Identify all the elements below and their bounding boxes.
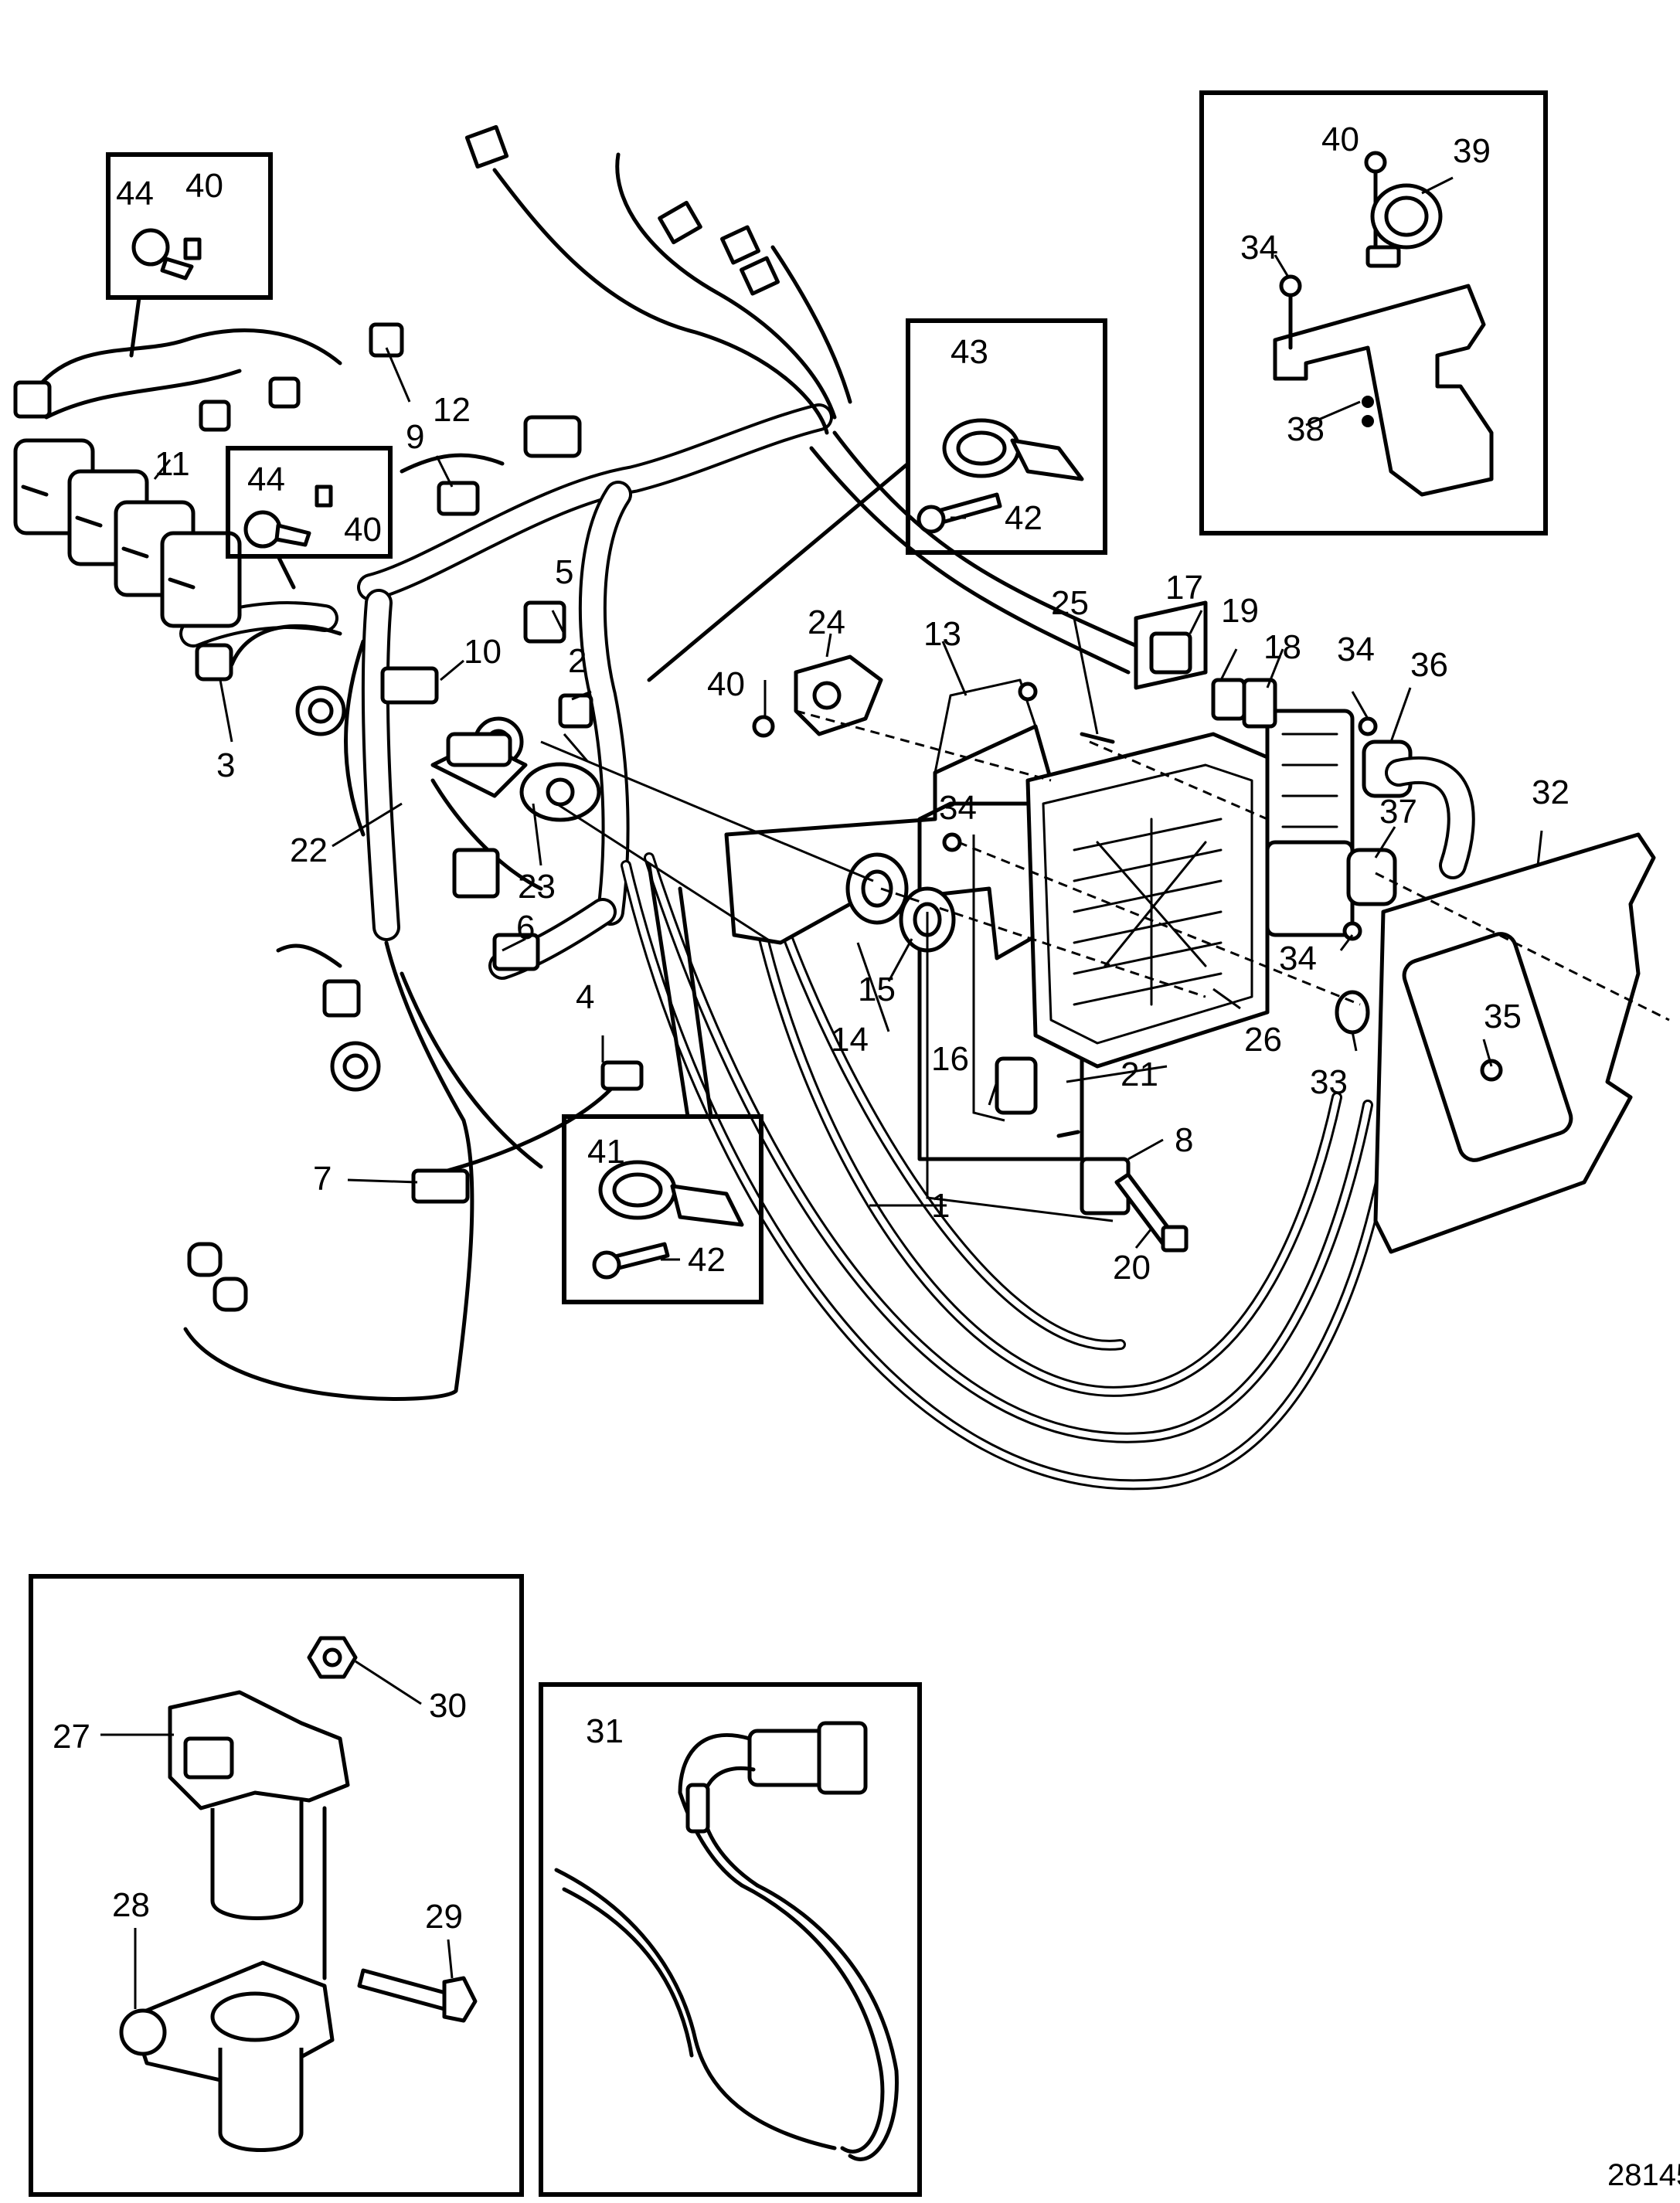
callout-44-inset-ml: 44 xyxy=(247,461,285,498)
inset-clip-mid-left xyxy=(226,446,393,590)
callout-11: 11 xyxy=(155,445,190,483)
inset-cable-31 xyxy=(539,1682,922,2197)
callout-34-bracket: 34 xyxy=(939,789,977,827)
callout-5: 5 xyxy=(555,553,573,591)
callout-37: 37 xyxy=(1379,793,1417,831)
callout-3: 3 xyxy=(216,746,235,784)
callout-42-lower: 42 xyxy=(688,1241,726,1279)
callout-9: 9 xyxy=(406,418,424,456)
callout-21: 21 xyxy=(1121,1056,1158,1093)
assembly-guide-lines xyxy=(540,709,1670,1222)
main-harness-hoses xyxy=(179,403,833,980)
callout-42-upper: 42 xyxy=(1005,499,1042,537)
callout-15: 15 xyxy=(858,971,896,1008)
relay-bank xyxy=(13,322,404,682)
ecu-bracket-assembly xyxy=(724,600,1656,1254)
callout-17: 17 xyxy=(1165,569,1203,607)
callout-26: 26 xyxy=(1244,1021,1282,1059)
callout-30: 30 xyxy=(429,1687,467,1725)
callout-44-inset-ul: 44 xyxy=(116,175,154,212)
callout-39: 39 xyxy=(1453,132,1491,170)
inset-clip-upper-left xyxy=(106,152,273,358)
callout-27: 27 xyxy=(53,1718,90,1756)
callout-14: 14 xyxy=(831,1021,869,1059)
sensor-parts-left xyxy=(380,666,601,822)
callout-10: 10 xyxy=(464,633,502,671)
callout-36: 36 xyxy=(1410,646,1448,684)
callout-19: 19 xyxy=(1221,592,1259,630)
callout-43: 43 xyxy=(951,333,988,371)
callout-22: 22 xyxy=(290,831,328,869)
callout-7: 7 xyxy=(313,1160,332,1198)
callout-18: 18 xyxy=(1263,628,1301,666)
callout-34-ecu-top: 34 xyxy=(1337,631,1375,668)
callout-40-inset-ul: 40 xyxy=(185,167,223,205)
callout-13: 13 xyxy=(923,615,961,653)
callout-34-inset: 34 xyxy=(1240,229,1278,267)
callout-29: 29 xyxy=(425,1898,463,1936)
callout-4: 4 xyxy=(576,978,594,1016)
inset-sensor-27-30 xyxy=(29,1574,524,2197)
upper-wires xyxy=(183,152,1146,1401)
callout-28: 28 xyxy=(112,1886,150,1924)
callout-34-lower: 34 xyxy=(1279,940,1317,977)
callout-38: 38 xyxy=(1287,410,1325,448)
callout-25: 25 xyxy=(1051,584,1089,622)
callout-24: 24 xyxy=(808,603,845,641)
callout-labels: 1 2 3 4 5 6 7 8 9 10 11 12 13 14 15 16 1… xyxy=(53,121,1569,1936)
callout-32: 32 xyxy=(1532,773,1569,811)
inset-bracket-38 xyxy=(1199,90,1548,535)
inset-clip-41 xyxy=(562,863,763,1304)
callout-12: 12 xyxy=(433,391,471,429)
callout-6: 6 xyxy=(516,909,535,947)
callout-2: 2 xyxy=(568,642,587,680)
callout-leaders xyxy=(100,176,1543,2009)
callout-16: 16 xyxy=(931,1040,969,1078)
callout-31: 31 xyxy=(586,1712,624,1750)
callout-40-inset-ml: 40 xyxy=(344,511,382,549)
callout-40-inset-tr: 40 xyxy=(1321,121,1359,158)
callout-23: 23 xyxy=(518,868,556,906)
callout-41: 41 xyxy=(587,1133,625,1171)
figure-number: 28145 xyxy=(1607,2158,1680,2192)
callout-1: 1 xyxy=(931,1187,950,1225)
callout-8: 8 xyxy=(1175,1121,1193,1159)
callout-40-bracket: 40 xyxy=(707,665,745,703)
callout-20: 20 xyxy=(1113,1249,1151,1287)
callout-33: 33 xyxy=(1310,1063,1348,1101)
inset-clip-43 xyxy=(647,318,1107,682)
harness-connectors xyxy=(187,124,780,1312)
callout-35: 35 xyxy=(1484,998,1522,1035)
